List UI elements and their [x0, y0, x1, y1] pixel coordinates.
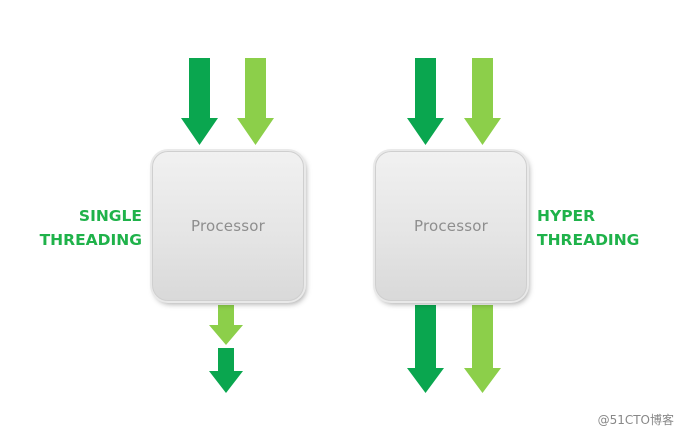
single-label-line2: THREADING [39, 231, 142, 249]
processor-label: Processor [413, 217, 489, 235]
hyper-label-line2: THREADING [537, 231, 640, 249]
hyper-threading-label: HYPER THREADING [537, 204, 657, 252]
hyper-input-arrow-light [464, 58, 501, 145]
single-threading-label: SINGLE THREADING [30, 204, 142, 252]
hyper-threading-processor: Processor [375, 151, 527, 301]
processor-label: Processor [190, 217, 266, 235]
hyper-input-arrow-dark [407, 58, 444, 145]
hyper-output-arrow-dark [407, 305, 444, 393]
single-threading-processor: Processor [152, 151, 304, 301]
watermark: @51CTO博客 [597, 413, 674, 427]
hyper-label-line1: HYPER [537, 207, 596, 225]
hyper-output-arrow-light [464, 305, 501, 393]
single-output-arrow-dark [209, 348, 243, 393]
single-input-arrow-dark [181, 58, 218, 145]
single-label-line1: SINGLE [78, 207, 142, 225]
single-input-arrow-light [237, 58, 274, 145]
single-output-arrow-light [209, 305, 243, 345]
